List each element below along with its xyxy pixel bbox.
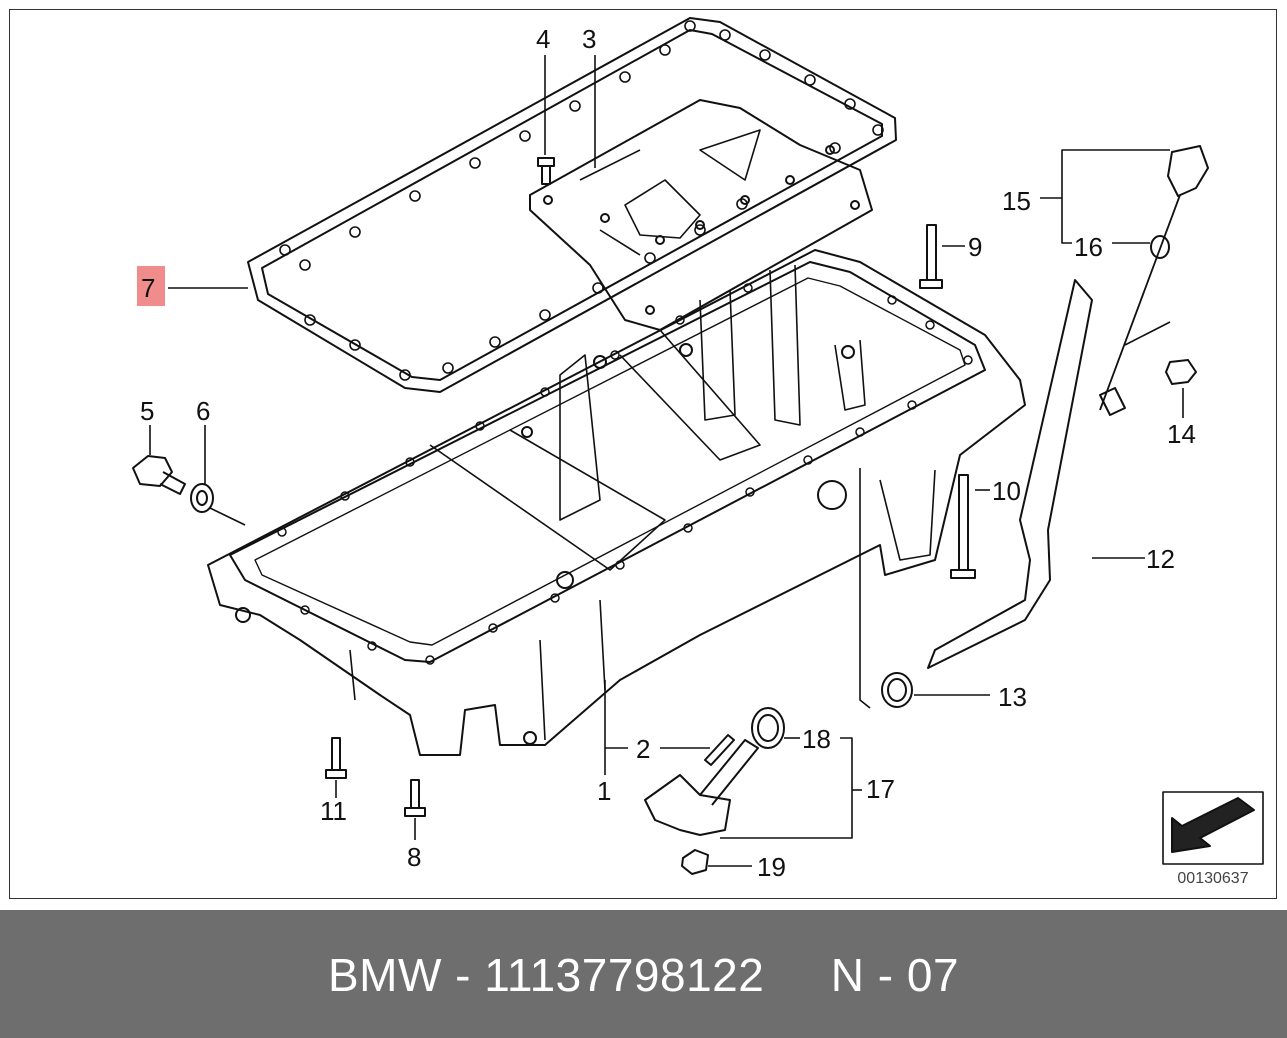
footer-separator: -	[455, 949, 471, 1001]
callout-2: 2	[636, 734, 650, 764]
callout-9: 9	[968, 232, 982, 262]
callout-17: 17	[866, 774, 895, 804]
o-ring-13	[881, 672, 913, 708]
o-ring-18	[751, 707, 785, 749]
footer-position-label: N - 07	[830, 949, 960, 1001]
callout-11: 11	[320, 796, 347, 826]
footer-part-number: 11137798122	[484, 949, 765, 1001]
footer-caption: BMW - 11137798122 N - 07	[0, 948, 1287, 1002]
callout-6: 6	[196, 396, 210, 426]
callout-12: 12	[1146, 544, 1175, 574]
baffle-screw	[537, 157, 555, 185]
bolt-10	[950, 474, 976, 579]
drain-plug	[132, 455, 186, 495]
dipstick-guide-tube	[927, 279, 1093, 669]
oil-pan	[207, 249, 1026, 756]
parts-diagram: 7 4 3 5 6 9 10 12 14 15 16 13 2 18 17 1 …	[132, 17, 1264, 882]
footer-brand: BMW	[327, 949, 442, 1001]
sensor-nut	[681, 849, 709, 875]
callout-1: 1	[597, 776, 611, 806]
callout-7: 7	[141, 273, 155, 303]
footer-bar: BMW - 11137798122 N - 07	[0, 910, 1287, 1038]
bolt-9	[919, 224, 943, 289]
gasket-holes	[279, 20, 884, 381]
callout-19: 19	[757, 852, 786, 882]
callout-5: 5	[140, 396, 154, 426]
baffle-plate	[529, 99, 873, 331]
callout-15: 15	[1002, 186, 1031, 216]
callout-4: 4	[536, 24, 550, 54]
callout-18: 18	[802, 724, 831, 754]
highlighted-callout-box	[137, 266, 165, 306]
callout-16: 16	[1074, 232, 1103, 262]
oil-level-sensor	[644, 774, 731, 836]
diagram-reference-code: 00130637	[1177, 870, 1249, 887]
dipstick	[1099, 194, 1181, 411]
drain-washer	[190, 483, 214, 513]
diagram-frame	[9, 9, 1277, 899]
callout-3: 3	[582, 24, 596, 54]
callout-13: 13	[998, 682, 1027, 712]
pan-holes	[277, 283, 973, 665]
bolt-11	[325, 737, 347, 779]
callout-8: 8	[407, 842, 421, 872]
callout-14: 14	[1167, 419, 1196, 449]
oil-pan-gasket	[247, 17, 897, 393]
bolt-8	[404, 779, 426, 817]
sensor-screw	[704, 734, 735, 766]
reference-icon-box	[1162, 791, 1264, 865]
callout-10: 10	[992, 476, 1021, 506]
screw-14	[1165, 359, 1197, 385]
